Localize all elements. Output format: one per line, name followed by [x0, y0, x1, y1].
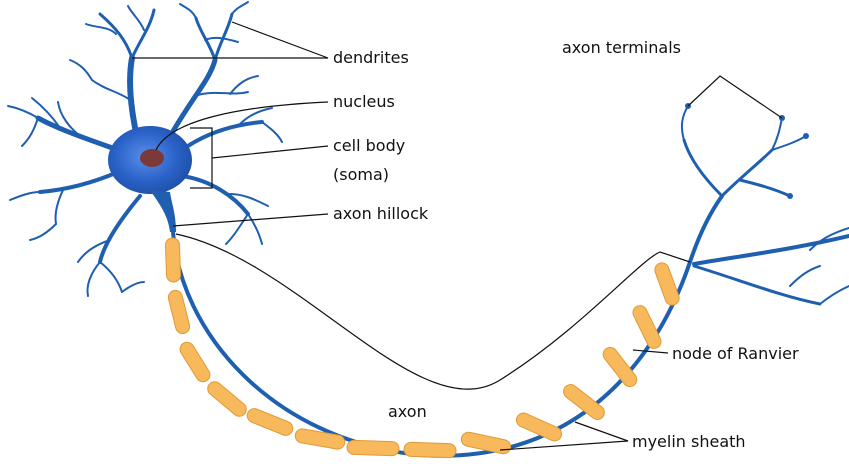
myelin-segments [165, 238, 681, 458]
label-nucleus: nucleus [333, 92, 395, 111]
label-node-of-ranvier: node of Ranvier [672, 344, 799, 363]
label-myelin-sheath: myelin sheath [632, 432, 746, 451]
label-soma: (soma) [333, 165, 389, 184]
label-dendrites: dendrites [333, 48, 409, 67]
label-axon: axon [388, 402, 427, 421]
label-axon-terminals: axon terminals [562, 38, 681, 57]
label-axon-hillock: axon hillock [333, 204, 429, 223]
label-cell-body: cell body [333, 136, 405, 155]
axon-hillock [150, 190, 176, 232]
leader-lines [132, 22, 782, 450]
nucleus [140, 149, 164, 167]
axon-core [173, 232, 690, 456]
axon-terminal-tree [682, 103, 849, 304]
